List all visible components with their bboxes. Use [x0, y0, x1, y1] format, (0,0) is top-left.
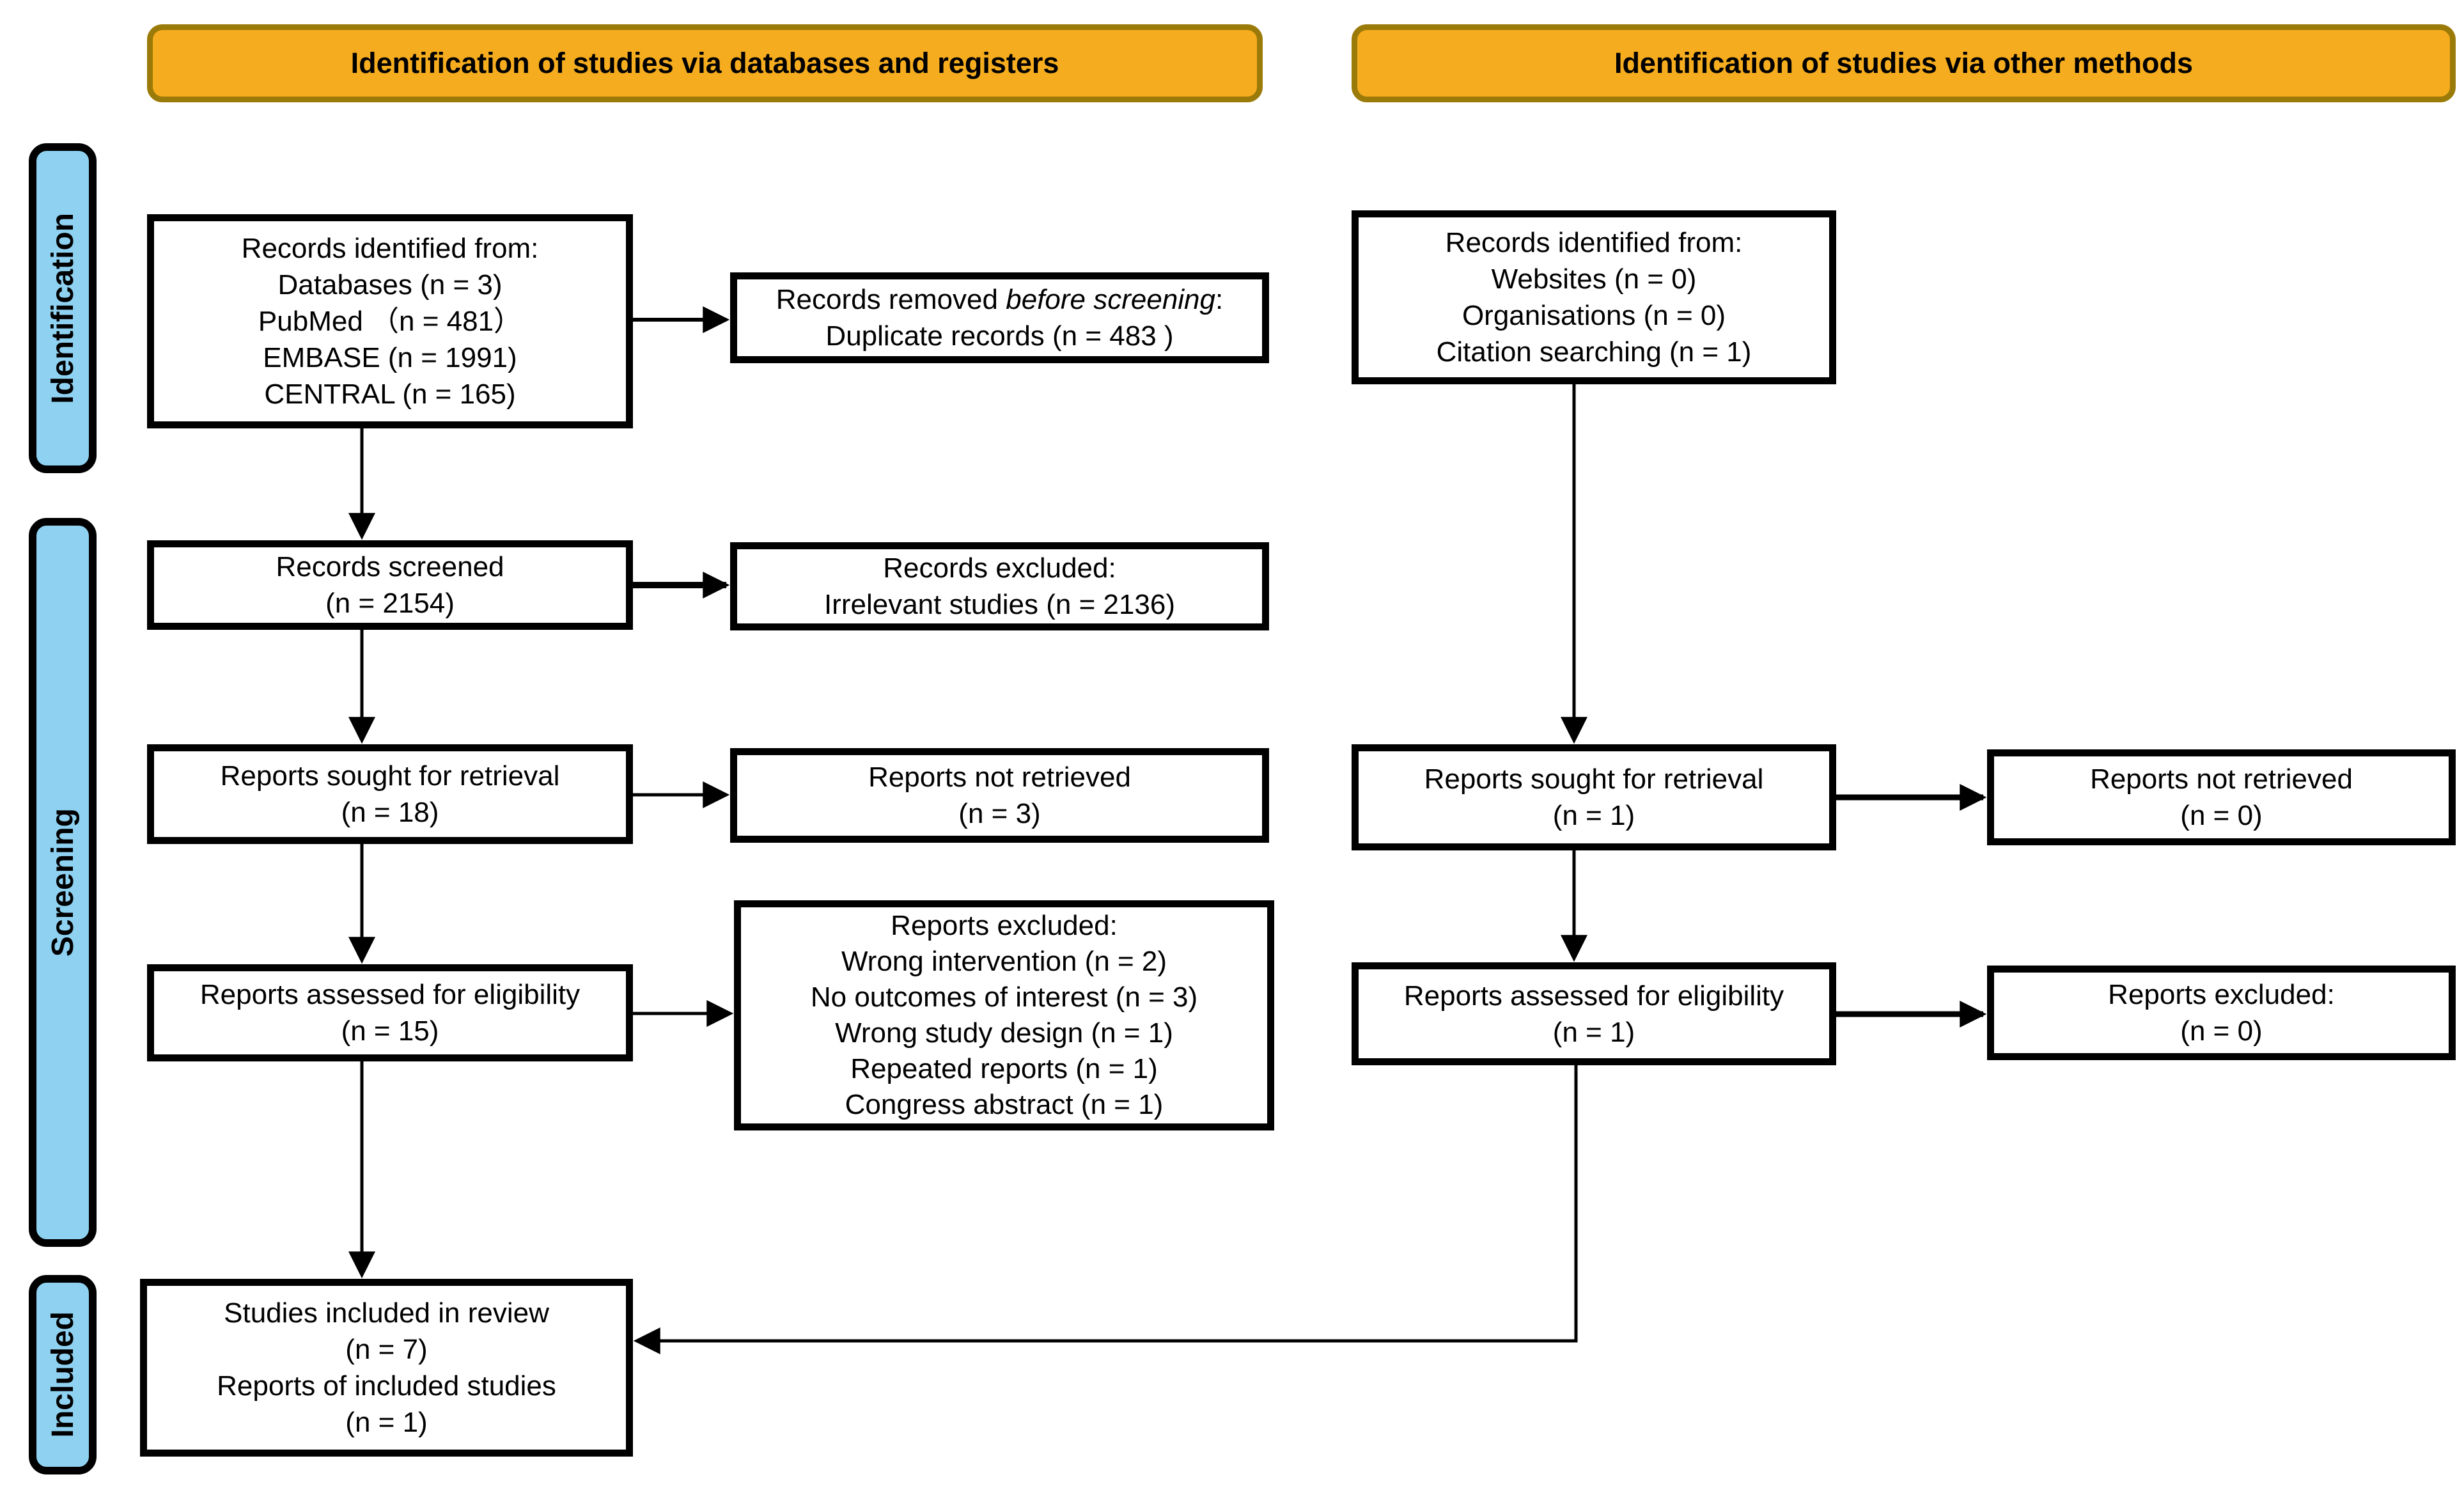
text-line: EMBASE (n = 1991) — [263, 342, 517, 373]
text-line: (n = 1) — [1552, 800, 1635, 831]
text-line: Congress abstract (n = 1) — [845, 1089, 1164, 1120]
text-line: Wrong intervention (n = 2) — [841, 946, 1167, 977]
text-line: No outcomes of interest (n = 3) — [810, 982, 1198, 1013]
text-line: (n = 7) — [345, 1334, 428, 1365]
text-line: Duplicate records (n = 483 ) — [825, 320, 1174, 352]
sidebar-included: Included — [29, 1275, 97, 1474]
text-line: Reports of included studies — [217, 1370, 556, 1402]
text-line: Wrong study design (n = 1) — [835, 1017, 1173, 1049]
text-line: (n = 15) — [341, 1015, 439, 1047]
box-records-identified-other: Records identified from: Websites (n = 0… — [1352, 210, 1836, 384]
box-reports-assessed-other: Reports assessed for eligibility (n = 1) — [1352, 962, 1836, 1065]
sidebar-screening: Screening — [29, 518, 97, 1247]
text-line: (n = 18) — [341, 797, 439, 828]
text-line: Reports assessed for eligibility — [199, 979, 581, 1010]
text-line: Organisations (n = 0) — [1462, 300, 1726, 331]
box-reports-excluded-reasons: Reports excluded: Wrong intervention (n … — [734, 900, 1274, 1130]
text-line: Reports excluded: — [2108, 979, 2335, 1010]
text-line: (n = 1) — [1552, 1016, 1635, 1048]
text-line: Records identified from: — [241, 233, 539, 264]
box-records-screened: Records screened (n = 2154) — [147, 540, 633, 630]
text-fragment: : — [1215, 284, 1224, 315]
text-line: Records screened — [276, 551, 504, 583]
text-line: Records removed before screening: — [776, 281, 1223, 318]
text-line: (n = 2154) — [325, 588, 455, 619]
text-line: CENTRAL (n = 165) — [264, 379, 516, 410]
banner-label: Identification of studies via other meth… — [1614, 47, 2194, 79]
text-line: Repeated reports (n = 1) — [850, 1053, 1158, 1084]
text-line: (n = 0) — [2180, 800, 2263, 831]
text-line: Reports not retrieved — [2090, 763, 2353, 795]
text-line: Reports excluded: — [891, 910, 1118, 941]
banner-label: Identification of studies via databases … — [350, 47, 1059, 79]
sidebar-label: Identification — [45, 212, 80, 404]
text-line: (n = 3) — [958, 798, 1041, 829]
box-reports-assessed: Reports assessed for eligibility (n = 15… — [147, 964, 633, 1061]
text-line: Records identified from: — [1445, 227, 1743, 258]
sidebar-label: Screening — [45, 808, 80, 957]
text-line: Studies included in review — [224, 1297, 549, 1329]
box-reports-sought-other: Reports sought for retrieval (n = 1) — [1352, 744, 1836, 850]
text-fragment-italic: before screening — [1006, 284, 1215, 315]
text-line: PubMed （n = 481） — [258, 306, 522, 337]
box-reports-sought: Reports sought for retrieval (n = 18) — [147, 744, 633, 844]
box-reports-not-retrieved: Reports not retrieved (n = 3) — [730, 748, 1269, 843]
box-records-removed-before-screening: Records removed before screening: Duplic… — [730, 272, 1269, 363]
sidebar-label: Included — [45, 1311, 80, 1438]
text-line: (n = 1) — [345, 1407, 428, 1438]
sidebar-identification: Identification — [29, 143, 97, 473]
text-line: Citation searching (n = 1) — [1436, 336, 1752, 368]
text-line: Reports not retrieved — [868, 762, 1131, 793]
text-line: Reports sought for retrieval — [220, 760, 560, 792]
text-fragment: Records removed — [776, 284, 1006, 315]
text-line: Records excluded: — [883, 552, 1116, 584]
box-records-excluded: Records excluded: Irrelevant studies (n … — [730, 542, 1269, 630]
text-line: (n = 0) — [2180, 1015, 2263, 1047]
text-line: Reports sought for retrieval — [1424, 763, 1764, 795]
text-line: Reports assessed for eligibility — [1403, 980, 1784, 1012]
box-reports-excluded-other: Reports excluded: (n = 0) — [1987, 966, 2456, 1060]
box-reports-not-retrieved-other: Reports not retrieved (n = 0) — [1987, 749, 2456, 845]
banner-other-methods: Identification of studies via other meth… — [1352, 24, 2456, 102]
text-line: Databases (n = 3) — [277, 269, 503, 301]
box-records-identified-databases: Records identified from: Databases (n = … — [147, 214, 633, 428]
arrow-other-assessed-to-included — [633, 1064, 1578, 1354]
box-studies-included: Studies included in review (n = 7) Repor… — [140, 1279, 633, 1457]
banner-databases-registers: Identification of studies via databases … — [147, 24, 1263, 102]
text-line: Irrelevant studies (n = 2136) — [823, 589, 1176, 620]
text-line: Websites (n = 0) — [1491, 263, 1697, 295]
